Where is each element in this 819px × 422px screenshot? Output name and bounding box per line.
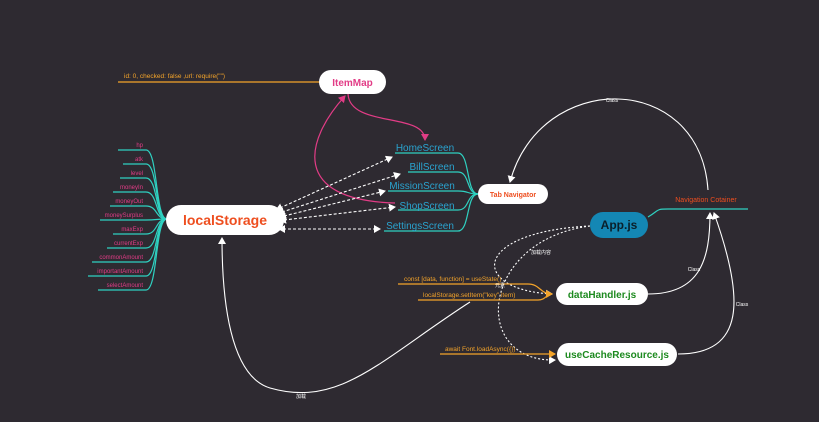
edge-label-class-top: Class [606,98,619,104]
screens-fan [384,152,479,232]
edge-label-bottom: 加载 [296,393,306,400]
storage-key-labels: hp atk level moneyIn moneyOut moneySurpl… [97,143,144,289]
storage-keys-fan [88,149,168,291]
nav-container-tab-arc [507,98,709,191]
tab-navigator-label: Tab Navigator [490,192,536,199]
storage-key: moneyOut [115,199,143,205]
data-handler-label: dataHandler.js [568,290,637,301]
screen-labels: HomeScreen BillScreen MissionScreen Shop… [386,143,455,232]
use-state-connector [527,283,553,298]
appjs-nav-link [647,208,748,218]
set-item-connector [537,293,553,301]
app-js-node[interactable]: App.js [590,212,648,238]
storage-key: selectAmount [107,283,144,289]
usecache-nav-arc [677,212,735,355]
itemmap-homescreen-curve [343,87,429,141]
screen-bill[interactable]: BillScreen [409,162,454,173]
app-js-label: App.js [601,218,638,232]
use-cache-label: useCacheResource.js [565,350,669,361]
use-cache-node[interactable]: useCacheResource.js [557,343,677,366]
local-storage-node[interactable]: localStorage [166,205,284,235]
screen-mission[interactable]: MissionScreen [389,181,455,192]
item-props-annotation: id: 0, checked: false ,url: require("") [124,73,225,80]
data-handler-node[interactable]: dataHandler.js [556,283,648,305]
storage-key: level [131,171,143,177]
setitem-storage-arc [218,237,471,394]
screen-shop[interactable]: ShopScreen [399,201,454,212]
storage-key: commonAmount [99,255,143,261]
storage-screen-links [275,155,401,233]
local-storage-label: localStorage [183,212,267,228]
screen-home[interactable]: HomeScreen [396,143,454,154]
appjs-usecache-dashed [497,225,591,365]
storage-key: importantAmount [97,269,143,275]
storage-key: atk [135,157,144,163]
edge-label-class-data: Class [688,267,701,273]
storage-key: hp [136,143,143,149]
edge-label-app-dashed: 加载内容 [531,249,551,256]
use-state-annotation: const [data, function] = useState() [404,276,501,283]
storage-key: currentExp [114,241,144,247]
storage-key: moneyIn [120,185,143,191]
item-map-label: ItemMap [332,78,373,89]
item-map-node[interactable]: ItemMap [319,70,386,94]
storage-key: moneySurplus [105,213,143,219]
edge-label-elements: 元素 [495,282,505,289]
navigation-container-label[interactable]: Navigation Cotainer [675,197,737,204]
set-item-annotation: localStorage.setItem("key",item) [423,292,515,299]
edge-label-class-cache: Class [736,302,749,308]
datahandler-nav-arc [647,212,714,295]
tab-navigator-node[interactable]: Tab Navigator [478,184,548,204]
screen-settings[interactable]: SettingsScreen [386,221,454,232]
load-font-annotation: await Font.loadAsync({}) [445,346,515,353]
appjs-datahandler-dashed [494,225,591,298]
storage-key: maxExp [121,227,143,233]
